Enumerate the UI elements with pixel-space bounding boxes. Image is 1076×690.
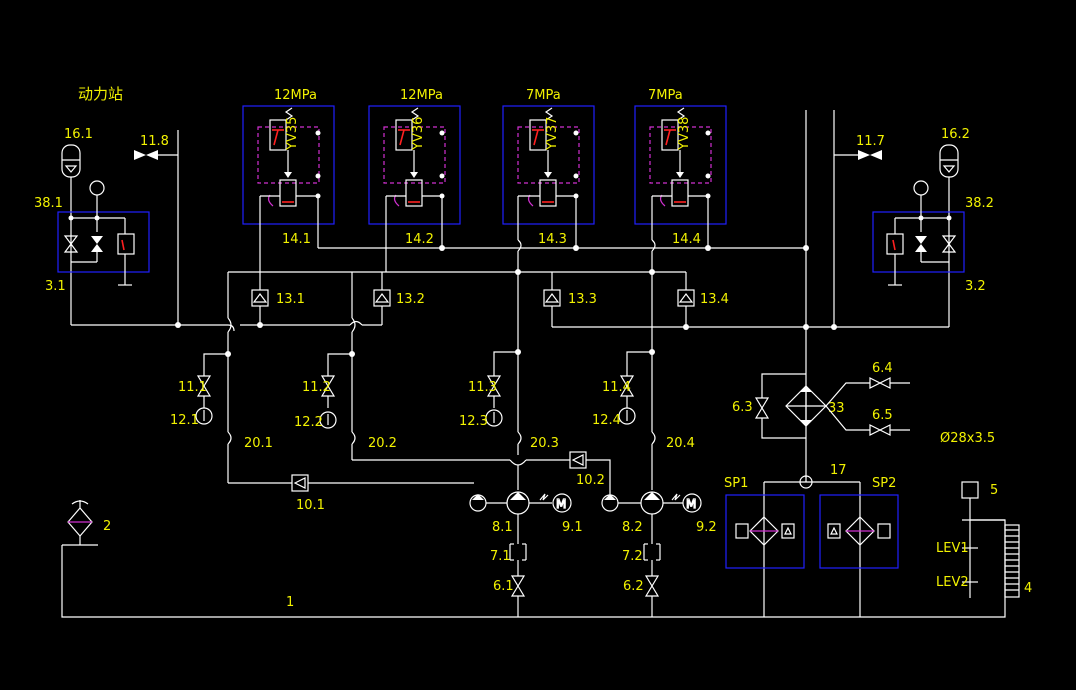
check-valves: 13.1 13.2 13.3 13.4 [251,272,729,327]
level-group: 5 LEV1 LEV2 4 [936,481,1032,598]
filter-check-1-label: 10.1 [296,498,325,513]
valve-block-4-coil: YV38 [677,117,692,151]
valve-block-1-pressure: 12MPa [274,88,317,103]
left-accumulator-group: 16.1 38.1 3.1 [34,127,150,325]
return-filter-group: 17 SP1 SP2 [724,463,899,617]
filter-checks: 10.1 10.2 [291,451,611,513]
needle-left-label: 11.8 [140,134,169,149]
filter-check-2-label: 10.2 [576,473,605,488]
valve-block-4: 7MPa YV38 14.4 [634,88,727,272]
valve-block-3-pressure: 7MPa [526,88,561,103]
ball-1-label: 11.1 [178,380,207,395]
check-4-label: 13.4 [700,292,729,307]
coupling-1-label: 7.1 [490,549,511,564]
ball-2-label: 11.2 [302,380,331,395]
lev1-label: LEV1 [936,541,969,556]
pr-right-label: 3.2 [965,279,986,294]
motor-2-label: 9.2 [696,520,717,535]
check-2-label: 13.2 [396,292,425,307]
bypass-label: 6.3 [732,400,753,415]
gauge-2-label: 12.2 [294,415,323,430]
gauge-branches: 11.1 12.1 11.2 12.2 11.3 12.3 11.4 12.4 [170,351,652,430]
valve-block-3-coil: YV37 [545,117,560,151]
gauge-1-label: 12.1 [170,413,199,428]
valve-block-2-label: 14.2 [405,232,434,247]
pump-1-label: 8.1 [492,520,513,535]
hose-3-label: 20.3 [530,436,559,451]
hose-2-label: 20.2 [368,436,397,451]
suction-1-label: 6.1 [493,579,514,594]
cooler-out-label: 6.5 [872,408,893,423]
valve-block-4-pressure: 7MPa [648,88,683,103]
pr-left-label: 3.1 [45,279,66,294]
pump-group-2: M 8.2 9.2 7.2 6.2 [601,491,717,617]
ball-3-label: 11.3 [468,380,497,395]
valve-block-3: 7MPa YV37 14.3 [502,88,595,272]
return-main-label: 17 [830,463,847,478]
heater-label: 4 [1024,581,1032,596]
valve-block-2-pressure: 12MPa [400,88,443,103]
suction-2-label: 6.2 [623,579,644,594]
cooler-group: 33 6.3 6.4 6.5 Ø28x3.5 [732,361,995,446]
hose-4-label: 20.4 [666,436,695,451]
svg-text:M: M [556,497,566,511]
block-right-label: 38.2 [965,196,994,211]
pipe-spec-label: Ø28x3.5 [940,431,995,446]
valve-block-2: 12MPa YV36 14.2 [368,88,461,272]
gauge-4-label: 12.4 [592,413,621,428]
pump-2-label: 8.2 [622,520,643,535]
valve-block-1-label: 14.1 [282,232,311,247]
ball-4-label: 11.4 [602,380,631,395]
sp2-label: SP2 [872,476,896,491]
pump-group-1: M 8.1 9.1 7.1 6.1 [469,491,583,617]
check-3-label: 13.3 [568,292,597,307]
valve-block-1-coil: YV35 [285,117,300,151]
hose-1-label: 20.1 [244,436,273,451]
acc-left-label: 16.1 [64,127,93,142]
valve-block-1: 12MPa YV35 14.1 [242,88,335,272]
coupling-2-label: 7.2 [622,549,643,564]
svg-text:M: M [686,497,696,511]
right-accumulator-group: 16.2 38.2 3.2 [872,127,994,327]
block-left-label: 38.1 [34,196,63,211]
needle-valve-left: 11.8 [134,134,178,160]
valve-block-3-label: 14.3 [538,232,567,247]
motor-1-label: 9.1 [562,520,583,535]
level-switch-label: 5 [990,483,998,498]
station-title: 动力站 [78,85,123,103]
valve-block-4-label: 14.4 [672,232,701,247]
needle-valve-right: 11.7 [834,134,885,160]
needle-right-label: 11.7 [856,134,885,149]
cooler-label: 33 [828,401,845,416]
valve-block-2-coil: YV36 [411,117,426,151]
sp1-label: SP1 [724,476,748,491]
breather-label: 2 [103,519,111,534]
gauge-3-label: 12.3 [459,414,488,429]
tank-line-label: 1 [286,595,294,610]
check-1-label: 13.1 [276,292,305,307]
cooler-in-label: 6.4 [872,361,893,376]
lev2-label: LEV2 [936,575,969,590]
breather-filter: 2 [67,500,111,537]
acc-right-label: 16.2 [941,127,970,142]
